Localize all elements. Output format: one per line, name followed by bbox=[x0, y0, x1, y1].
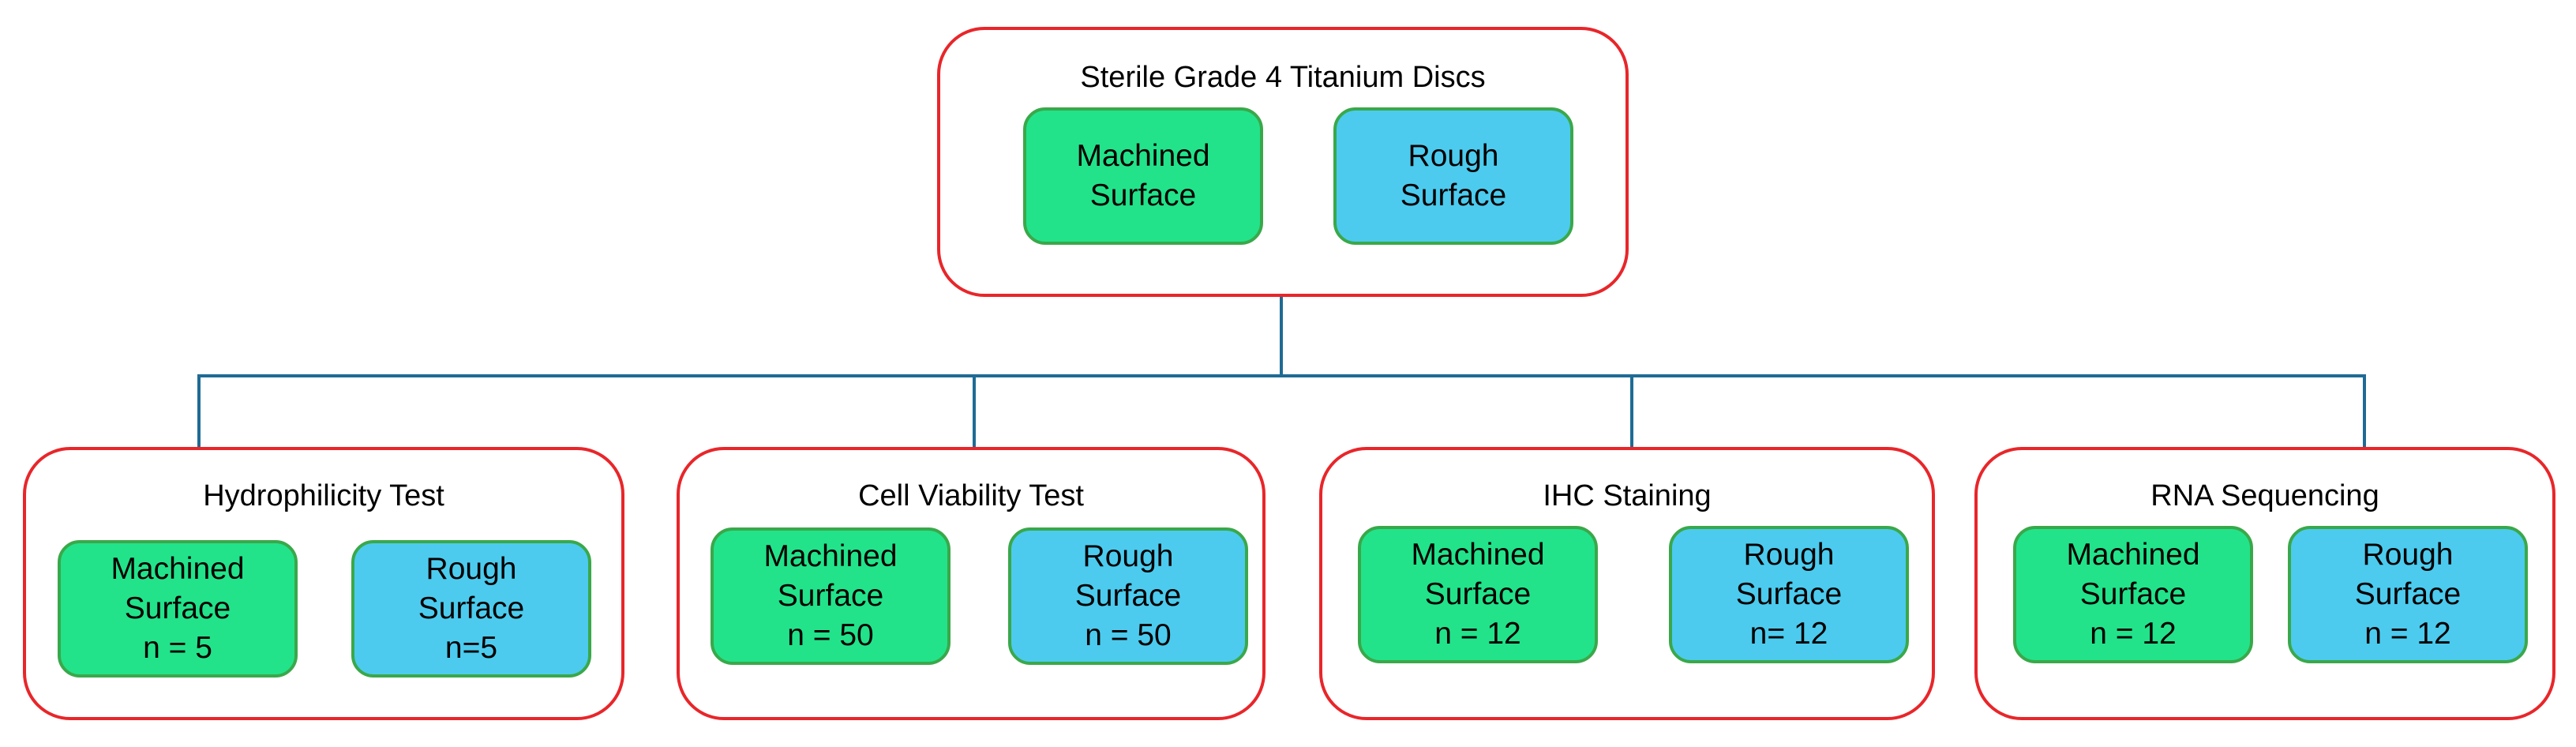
box-label-line1: Rough bbox=[1082, 539, 1174, 573]
rna-sequencing-group: RNA Sequencing Machined Surface n = 12 R… bbox=[1974, 447, 2555, 720]
sample-count: n = 50 bbox=[787, 618, 874, 652]
sample-count: n = 12 bbox=[2364, 617, 2451, 651]
box-label-line1: Machined bbox=[1411, 538, 1545, 572]
box-label-line2: Surface bbox=[1424, 577, 1532, 611]
sample-count: n= 12 bbox=[1749, 617, 1828, 651]
box-label-line2: Surface bbox=[1089, 178, 1197, 212]
box-label-line2: Surface bbox=[1074, 579, 1182, 613]
cell-viability-test-group: Cell Viability Test Machined Surface n =… bbox=[677, 447, 1266, 720]
rough-surface-box: Rough Surface n= 12 bbox=[1669, 526, 1909, 663]
rough-surface-box: Rough Surface n=5 bbox=[351, 540, 591, 678]
root-title: Sterile Grade 4 Titanium Discs bbox=[1080, 61, 1486, 94]
group-title: IHC Staining bbox=[1543, 479, 1712, 512]
box-label-line1: Rough bbox=[426, 552, 517, 586]
machined-surface-box: Machined Surface n = 5 bbox=[58, 540, 298, 678]
rough-surface-box: Rough Surface n = 50 bbox=[1008, 527, 1248, 665]
box-label-line2: Surface bbox=[1735, 577, 1843, 611]
group-title: RNA Sequencing bbox=[2150, 479, 2379, 512]
box-label-line1: Rough bbox=[2362, 538, 2454, 572]
sample-count: n = 5 bbox=[143, 631, 212, 665]
sample-count: n = 50 bbox=[1085, 618, 1172, 652]
machined-surface-box: Machined Surface n = 12 bbox=[1358, 526, 1598, 663]
rough-surface-box: Rough Surface n = 12 bbox=[2288, 526, 2528, 663]
sample-count: n=5 bbox=[444, 631, 498, 665]
ihc-staining-group: IHC Staining Machined Surface n = 12 Rou… bbox=[1319, 447, 1935, 720]
machined-surface-box: Machined Surface n = 50 bbox=[711, 527, 951, 665]
box-label-line2: Surface bbox=[124, 591, 231, 625]
root-group: Sterile Grade 4 Titanium Discs Machined … bbox=[937, 27, 1629, 297]
box-label-line1: Rough bbox=[1408, 139, 1499, 173]
group-title: Hydrophilicity Test bbox=[203, 479, 444, 512]
root-machined-surface-box: Machined Surface bbox=[1023, 107, 1263, 245]
group-title: Cell Viability Test bbox=[858, 479, 1084, 512]
box-label-line1: Machined bbox=[1076, 139, 1210, 173]
machined-surface-box: Machined Surface n = 12 bbox=[2013, 526, 2253, 663]
box-label-line2: Surface bbox=[777, 579, 884, 613]
box-label-line1: Rough bbox=[1743, 538, 1835, 572]
sample-count: n = 12 bbox=[1434, 617, 1521, 651]
box-label-line2: Surface bbox=[1400, 178, 1507, 212]
box-label-line1: Machined bbox=[763, 539, 898, 573]
sample-count: n = 12 bbox=[2090, 617, 2177, 651]
box-label-line1: Machined bbox=[2066, 538, 2200, 572]
box-label-line2: Surface bbox=[2079, 577, 2187, 611]
box-label-line1: Machined bbox=[111, 552, 245, 586]
box-label-line2: Surface bbox=[418, 591, 525, 625]
root-rough-surface-box: Rough Surface bbox=[1333, 107, 1573, 245]
hydrophilicity-test-group: Hydrophilicity Test Machined Surface n =… bbox=[23, 447, 624, 720]
box-label-line2: Surface bbox=[2354, 577, 2462, 611]
